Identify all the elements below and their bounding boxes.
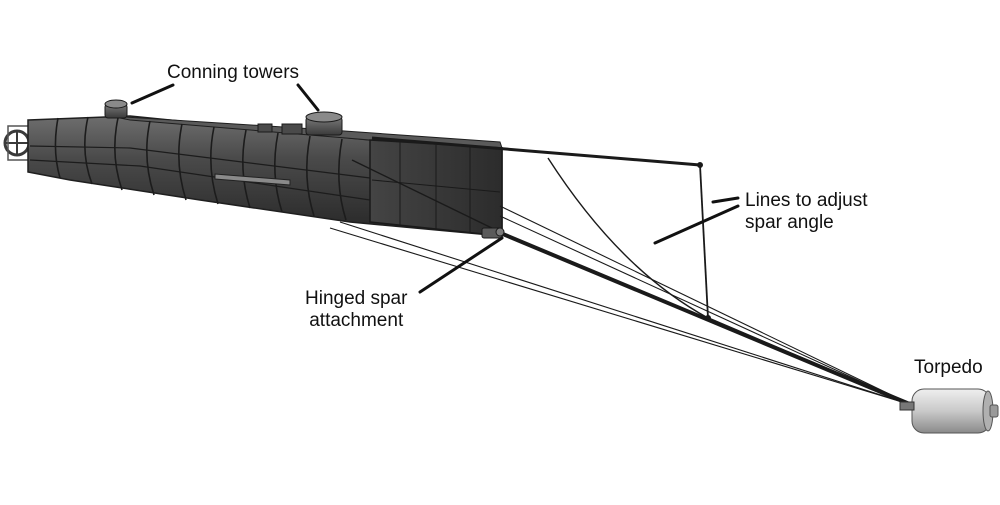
label-torpedo: Torpedo xyxy=(914,357,983,378)
conning-tower-aft xyxy=(104,99,128,119)
spar-assembly xyxy=(329,205,913,407)
adjustment-lines xyxy=(351,136,711,321)
hinged-spar-attachment xyxy=(481,227,505,239)
label-lines-line2: spar angle xyxy=(745,212,834,233)
leader-conning-aft xyxy=(130,83,175,105)
conning-tower-fore xyxy=(257,111,343,136)
submarine-hull xyxy=(27,115,503,237)
propeller-assembly xyxy=(3,125,31,161)
label-lines-line1: Lines to adjust xyxy=(745,190,868,211)
leader-lines-upper xyxy=(711,196,740,204)
torpedo xyxy=(899,388,999,434)
label-conning-towers: Conning towers xyxy=(167,62,300,83)
label-hinged-line2: attachment xyxy=(309,310,404,331)
hull-ribs xyxy=(54,116,347,221)
label-lines-to-adjust: Lines to adjust spar angle xyxy=(745,190,868,234)
leader-lines xyxy=(130,83,740,294)
label-hinged-line1: Hinged spar xyxy=(305,288,408,309)
label-hinged-spar: Hinged spar attachment xyxy=(305,288,407,332)
leader-lines-lower xyxy=(653,204,740,245)
leader-conning-fore xyxy=(296,83,320,112)
leader-hinged-spar xyxy=(418,236,504,294)
